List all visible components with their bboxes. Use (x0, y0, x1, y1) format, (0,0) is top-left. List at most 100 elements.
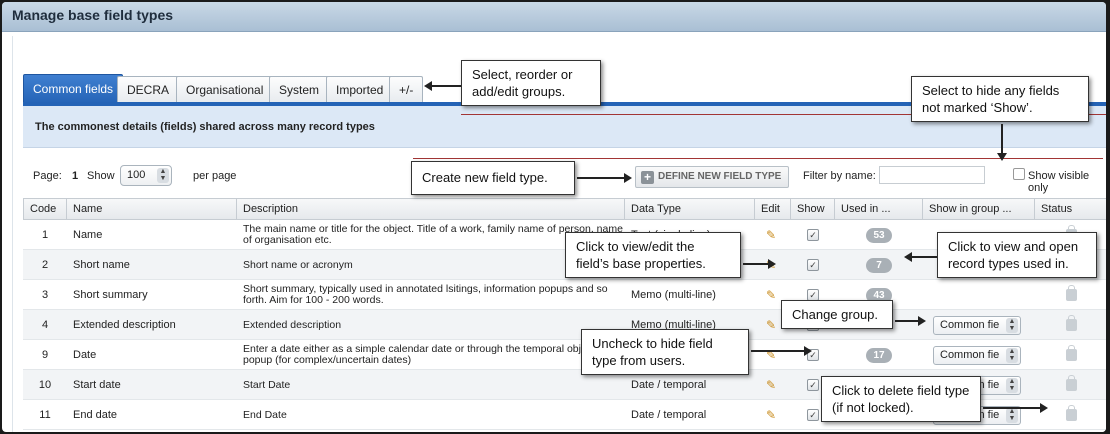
pencil-icon[interactable]: ✎ (766, 348, 777, 362)
callout-hide-fields: Select to hide any fields not marked ‘Sh… (911, 76, 1089, 122)
code-cell: 10 (38, 378, 52, 391)
header-show-in-group[interactable]: Show in group ... (923, 198, 1035, 220)
edit-cell: ✎ (755, 310, 791, 340)
tab-imported[interactable]: Imported (326, 76, 394, 104)
show-visible-only-checkbox[interactable] (1013, 168, 1025, 180)
header-show[interactable]: Show (791, 198, 835, 220)
used-in-count-badge[interactable]: 17 (866, 347, 892, 363)
lock-icon[interactable] (1065, 345, 1077, 361)
callout-arrow (751, 346, 812, 356)
pencil-icon[interactable]: ✎ (766, 228, 777, 242)
show-checkbox[interactable]: ✓ (807, 259, 819, 271)
edit-cell: ✎ (755, 280, 791, 310)
code-cell: 1 (41, 228, 49, 241)
description-cell: Extended description (243, 318, 342, 331)
page-label: Page: (33, 170, 62, 182)
used-in-count-badge[interactable]: 43 (866, 287, 892, 303)
group-cell: Common fie▲▼ (923, 310, 1035, 340)
pager-bar: Page: 1 Show 100 ▲▼ per page + DEFINE NE… (23, 158, 1106, 194)
name-cell: Start date (73, 378, 121, 391)
show-checkbox[interactable]: ✓ (807, 229, 819, 241)
edit-cell: ✎ (755, 400, 791, 430)
tab-decra[interactable]: DECRA (117, 76, 180, 104)
callout-delete: Click to delete field type (if not locke… (821, 376, 981, 422)
used-in-count-badge[interactable]: 53 (866, 227, 892, 243)
callout-groups: Select, reorder or add/edit groups. (461, 60, 601, 106)
show-cell: ✓ (791, 250, 835, 280)
lock-icon[interactable] (1065, 285, 1077, 301)
lock-icon[interactable] (1065, 375, 1077, 391)
used-in-cell: 53 (835, 220, 923, 250)
status-cell (1035, 400, 1106, 430)
header-used-in[interactable]: Used in ... (835, 198, 923, 220)
tab-organisational[interactable]: Organisational (176, 76, 274, 104)
callout-arrow (577, 173, 632, 183)
code-cell: 3 (41, 288, 49, 301)
plus-icon: + (641, 171, 654, 184)
callout-view-records: Click to view and open record types used… (937, 232, 1097, 278)
stepper-icon: ▲▼ (1006, 377, 1018, 393)
page-size-select[interactable]: 100 ▲▼ (120, 165, 172, 186)
callout-view-edit: Click to view/edit the field’s base prop… (565, 232, 741, 278)
pencil-icon[interactable]: ✎ (766, 288, 777, 302)
description-cell: Short name or acronym (243, 258, 353, 271)
name-cell: Short summary (73, 288, 148, 301)
name-cell: Name (73, 228, 103, 241)
filter-label: Filter by name: (803, 170, 876, 182)
callout-change-group: Change group. (781, 300, 893, 329)
tab-edit-groups[interactable]: +/- (389, 76, 423, 104)
pencil-icon[interactable]: ✎ (766, 408, 777, 422)
name-cell: Extended description (73, 318, 176, 331)
callout-arrow (997, 124, 1007, 161)
used-in-cell: 43 (835, 280, 923, 310)
status-cell (1035, 340, 1106, 370)
show-checkbox[interactable]: ✓ (807, 379, 819, 391)
show-in-group-select[interactable]: Common fie▲▼ (933, 345, 1021, 365)
stepper-icon: ▲▼ (1006, 407, 1018, 423)
group-cell (923, 280, 1035, 310)
stepper-icon: ▲▼ (157, 168, 169, 183)
callout-arrow (983, 403, 1048, 413)
pencil-icon[interactable]: ✎ (766, 378, 777, 392)
header-name[interactable]: Name (67, 198, 237, 220)
tab-system[interactable]: System (269, 76, 330, 104)
header-status[interactable]: Status (1035, 198, 1106, 220)
tab-common-fields[interactable]: Common fields (23, 74, 124, 104)
pencil-icon[interactable]: ✎ (766, 318, 777, 332)
show-cell: ✓ (791, 220, 835, 250)
callout-create: Create new field type. (411, 161, 575, 195)
divider (461, 114, 1106, 115)
status-cell (1035, 370, 1106, 400)
show-in-group-select[interactable]: Common fie▲▼ (933, 315, 1021, 335)
edit-cell: ✎ (755, 340, 791, 370)
group-value: Common fie (940, 348, 1000, 361)
data-type-cell: Date / temporal (631, 378, 707, 391)
filter-by-name-input[interactable] (879, 166, 985, 184)
group-cell: Common fie▲▼ (923, 340, 1035, 370)
used-in-count-badge[interactable]: 7 (866, 257, 892, 273)
header-data-type[interactable]: Data Type (625, 198, 755, 220)
header-edit[interactable]: Edit (755, 198, 791, 220)
header-code[interactable]: Code (23, 198, 67, 220)
callout-arrow (895, 316, 926, 326)
lock-icon[interactable] (1065, 405, 1077, 421)
code-cell: 9 (41, 348, 49, 361)
page-title: Manage base field types (12, 7, 174, 23)
data-type-cell: Date / temporal (631, 408, 707, 421)
used-in-cell: 7 (835, 250, 923, 280)
description-cell: End Date (243, 408, 287, 421)
define-button-label: DEFINE NEW FIELD TYPE (658, 171, 782, 182)
description-cell: Enter a date either as a simple calendar… (243, 343, 595, 366)
show-checkbox[interactable]: ✓ (807, 409, 819, 421)
per-page-label: per page (193, 170, 237, 182)
name-cell: End date (73, 408, 118, 421)
lock-icon[interactable] (1065, 315, 1077, 331)
header-description[interactable]: Description (237, 198, 625, 220)
data-type-cell: Memo (multi-line) (631, 288, 716, 301)
define-new-field-type-button[interactable]: + DEFINE NEW FIELD TYPE (635, 166, 789, 188)
show-cell: ✓ (791, 370, 835, 400)
